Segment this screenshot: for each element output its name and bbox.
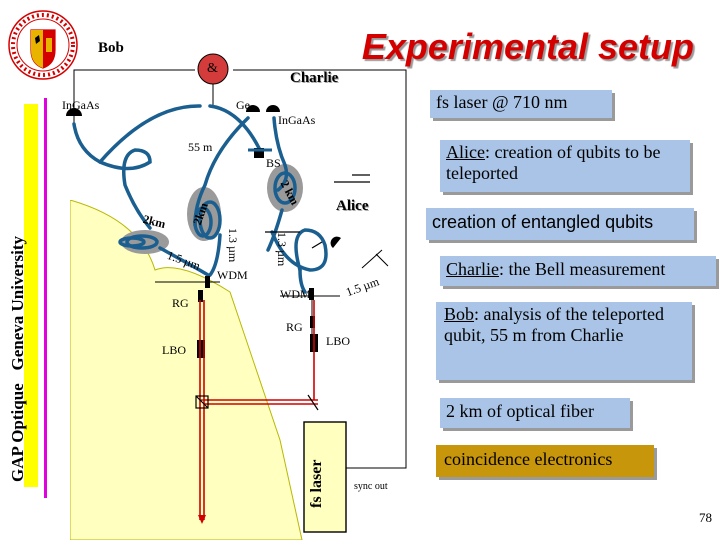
wdm-right-element	[309, 288, 314, 300]
beam-splitter	[254, 148, 264, 158]
page-title: Experimental setup	[361, 26, 694, 67]
legend-alice: Alice: creation of qubits to be teleport…	[440, 140, 690, 192]
coil-2km-right	[267, 164, 303, 212]
mirror-element	[195, 395, 209, 409]
legend-charlie: Charlie: the Bell measurement	[440, 256, 716, 286]
magenta-side-stripe	[44, 98, 47, 498]
legend-fiber: 2 km of optical fiber	[440, 398, 630, 428]
label-bs: BS	[266, 156, 281, 170]
detector-ingaas-right	[266, 105, 280, 112]
and-gate-circle	[197, 53, 229, 85]
label-rg-left: RG	[172, 296, 189, 310]
bob-region	[70, 200, 303, 540]
label-charlie: Charlie	[290, 70, 339, 86]
label-sync-out: sync out	[354, 481, 388, 492]
label-wdm-right: WDM	[280, 287, 311, 301]
label-ge: Ge	[236, 98, 250, 112]
legend-entangled: creation of entangled qubits	[426, 208, 694, 240]
label-bob: Bob	[98, 40, 124, 56]
yellow-side-bar	[24, 104, 38, 487]
label-ingaas-right: InGaAs	[278, 113, 316, 127]
legend-alice-desc: : creation of qubits to be teleported	[446, 142, 661, 183]
label-55m: 55 m	[188, 140, 213, 154]
label-rg-right: RG	[286, 320, 303, 334]
legend-charlie-desc: : the Bell measurement	[498, 259, 666, 279]
label-lbo-left: LBO	[162, 343, 186, 357]
university-seal	[8, 10, 78, 80]
label-wdm-left: WDM	[217, 268, 248, 282]
legend-coincidence: coincidence electronics	[436, 445, 654, 477]
label-fs-laser: fs laser	[308, 459, 325, 508]
rg-left-element	[198, 290, 203, 302]
legend-alice-name: Alice	[446, 142, 485, 162]
page-number: 78	[699, 510, 712, 525]
label-ingaas-left: InGaAs	[62, 98, 100, 112]
legend-bob-name: Bob	[444, 304, 475, 324]
lbo-left-element	[197, 340, 205, 358]
label-and-gate: &	[207, 61, 218, 76]
label-lbo-right: LBO	[326, 334, 350, 348]
legend-bob-desc: : analysis of the teleported qubit, 55 m…	[444, 304, 664, 345]
label-wl-13-right: 1.3 µm	[275, 232, 289, 267]
fs-laser-box	[303, 421, 347, 533]
label-wl-13-mid: 1.3 µm	[226, 228, 240, 263]
legend-fs-laser: fs laser @ 710 nm	[430, 90, 612, 118]
legend-bob: Bob: analysis of the teleported qubit, 5…	[436, 302, 692, 380]
rg-right-element	[310, 316, 315, 328]
label-alice: Alice	[336, 198, 369, 214]
legend-charlie-name: Charlie	[446, 259, 499, 279]
detector-ge	[246, 105, 260, 112]
wdm-left-element	[205, 276, 210, 288]
